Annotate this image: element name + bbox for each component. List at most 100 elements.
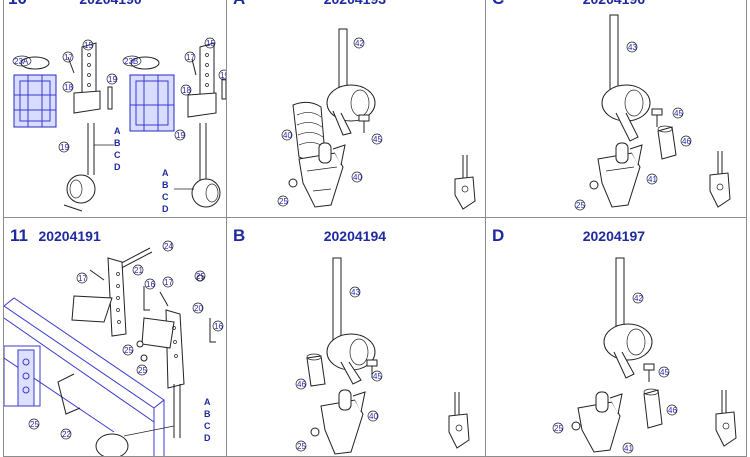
variant-letter: D — [204, 433, 211, 443]
callout-label: 43 — [628, 43, 637, 52]
callout-label: 40 — [283, 131, 292, 140]
callout-label: 25 — [30, 420, 39, 429]
callout-label: 23A — [14, 57, 29, 66]
panel-part-code: 20204194 — [323, 228, 387, 244]
callout-label: 16 — [146, 280, 155, 289]
spring-tine-43 — [326, 257, 376, 385]
sleeve-46 — [657, 125, 677, 160]
variant-letter: B — [204, 409, 211, 419]
panel-header: 10 20204190 — [8, 0, 142, 9]
panel-b: B 20204194 — [226, 217, 486, 457]
callout-label: 18 — [182, 86, 191, 95]
callout-label: 41 — [648, 175, 657, 184]
variant-letter: C — [114, 150, 121, 160]
mount-plate — [81, 42, 97, 100]
assembly-drawing-c: 43 45 46 41 25 — [574, 14, 731, 211]
variant-list-right: A B C D — [162, 168, 169, 214]
side-view-thumbnail — [448, 392, 470, 449]
callout-label: 41 — [624, 444, 633, 453]
tine-holder — [320, 389, 366, 455]
sleeve-46 — [643, 388, 663, 429]
panel-number: 11 — [10, 226, 28, 245]
panel-letter: C — [492, 0, 504, 8]
callout-label: 17 — [64, 53, 73, 62]
callout-label: 43 — [351, 288, 360, 297]
panel-header: B 20204194 — [233, 226, 386, 246]
u-bolt-22 — [57, 373, 81, 415]
variant-letter: C — [162, 192, 169, 202]
panel-a: A 20204193 — [226, 0, 486, 218]
variant-letter: C — [204, 421, 211, 431]
assembly-drawing-a: 42 40 45 40 25 — [277, 28, 476, 210]
panel-header: A 20204193 — [233, 0, 386, 9]
nut-25 — [310, 427, 320, 437]
panel-11: 11 20204191 — [3, 217, 227, 457]
panel-part-code: 20204196 — [583, 0, 645, 7]
callout-label: 19 — [108, 75, 117, 84]
side-view-thumbnail — [715, 390, 737, 447]
assembly-drawing-d: 42 45 46 25 41 — [552, 257, 737, 454]
callout-label: 23B — [124, 57, 138, 66]
callout-label: 25 — [554, 424, 563, 433]
callout-label: 42 — [634, 294, 643, 303]
callout-label: 22 — [62, 430, 71, 439]
mount-plate — [199, 42, 215, 100]
assembly-drawing-11: 24 17 21 16 17 25 20 16 25 25 22 25 A — [4, 240, 223, 456]
callout-label: 15 — [206, 39, 215, 48]
panel-part-code: 20204190 — [79, 0, 141, 7]
callout-label: 25 — [279, 197, 288, 206]
panel-letter: B — [233, 226, 246, 245]
variant-letter: D — [162, 204, 169, 214]
nut-25 — [571, 421, 581, 431]
callout-label: 46 — [682, 137, 691, 146]
frame-tube — [4, 297, 165, 456]
variant-letter: B — [162, 180, 169, 190]
callout-label: 17 — [164, 278, 173, 287]
panel-d: D 20204197 — [485, 217, 747, 457]
callout-label: 25 — [138, 366, 147, 375]
callout-label: 40 — [369, 412, 378, 421]
spring-tine — [95, 384, 181, 456]
bolt-45 — [643, 363, 655, 382]
spring-tine-42 — [603, 257, 653, 379]
panel-c: C 20204196 — [485, 0, 747, 218]
callout-label: 46 — [297, 380, 306, 389]
callout-label: 15 — [84, 41, 93, 50]
panel-part-code: 20204193 — [324, 0, 386, 7]
panel-number: 10 — [8, 0, 27, 8]
tine-holder — [577, 391, 623, 453]
callout-label: 45 — [373, 372, 382, 381]
callout-label: 25 — [196, 272, 205, 281]
callout-label: 20 — [194, 304, 203, 313]
assembly-drawing-10: 23A 23B 15 17 18 19 15 17 18 19 19 19 — [12, 37, 227, 214]
callout-label: 19 — [220, 71, 227, 80]
panel-10: 10 20204190 — [3, 0, 227, 218]
panel-letter: D — [492, 226, 505, 245]
side-view-thumbnail — [454, 155, 476, 210]
callout-label: 17 — [186, 53, 195, 62]
bracket-23b — [129, 56, 175, 132]
callout-label: 42 — [355, 39, 364, 48]
spring-tine-right — [191, 123, 221, 208]
callout-label: 46 — [668, 406, 677, 415]
callout-label: 25 — [297, 442, 306, 451]
variant-letter: A — [204, 397, 211, 407]
panel-header: C 20204196 — [492, 0, 645, 9]
tine-holder — [597, 142, 643, 208]
panel-letter: A — [233, 0, 245, 8]
panel-part-code: 20204197 — [582, 228, 646, 244]
variant-list: A B C D — [204, 397, 211, 443]
variant-letter: B — [114, 138, 121, 148]
variant-list-left: A B C D — [114, 126, 121, 172]
panel-header: D 20204197 — [492, 226, 645, 246]
callout-label: 25 — [576, 201, 585, 210]
callout-label: 18 — [64, 83, 73, 92]
hook-16 — [143, 286, 150, 311]
bolt-45 — [358, 114, 370, 133]
panel-header: 11 20204191 — [10, 226, 101, 246]
callout-label: 19 — [176, 131, 185, 140]
callout-label: 40 — [353, 173, 362, 182]
callout-label: 25 — [124, 346, 133, 355]
callout-label: 17 — [78, 274, 87, 283]
